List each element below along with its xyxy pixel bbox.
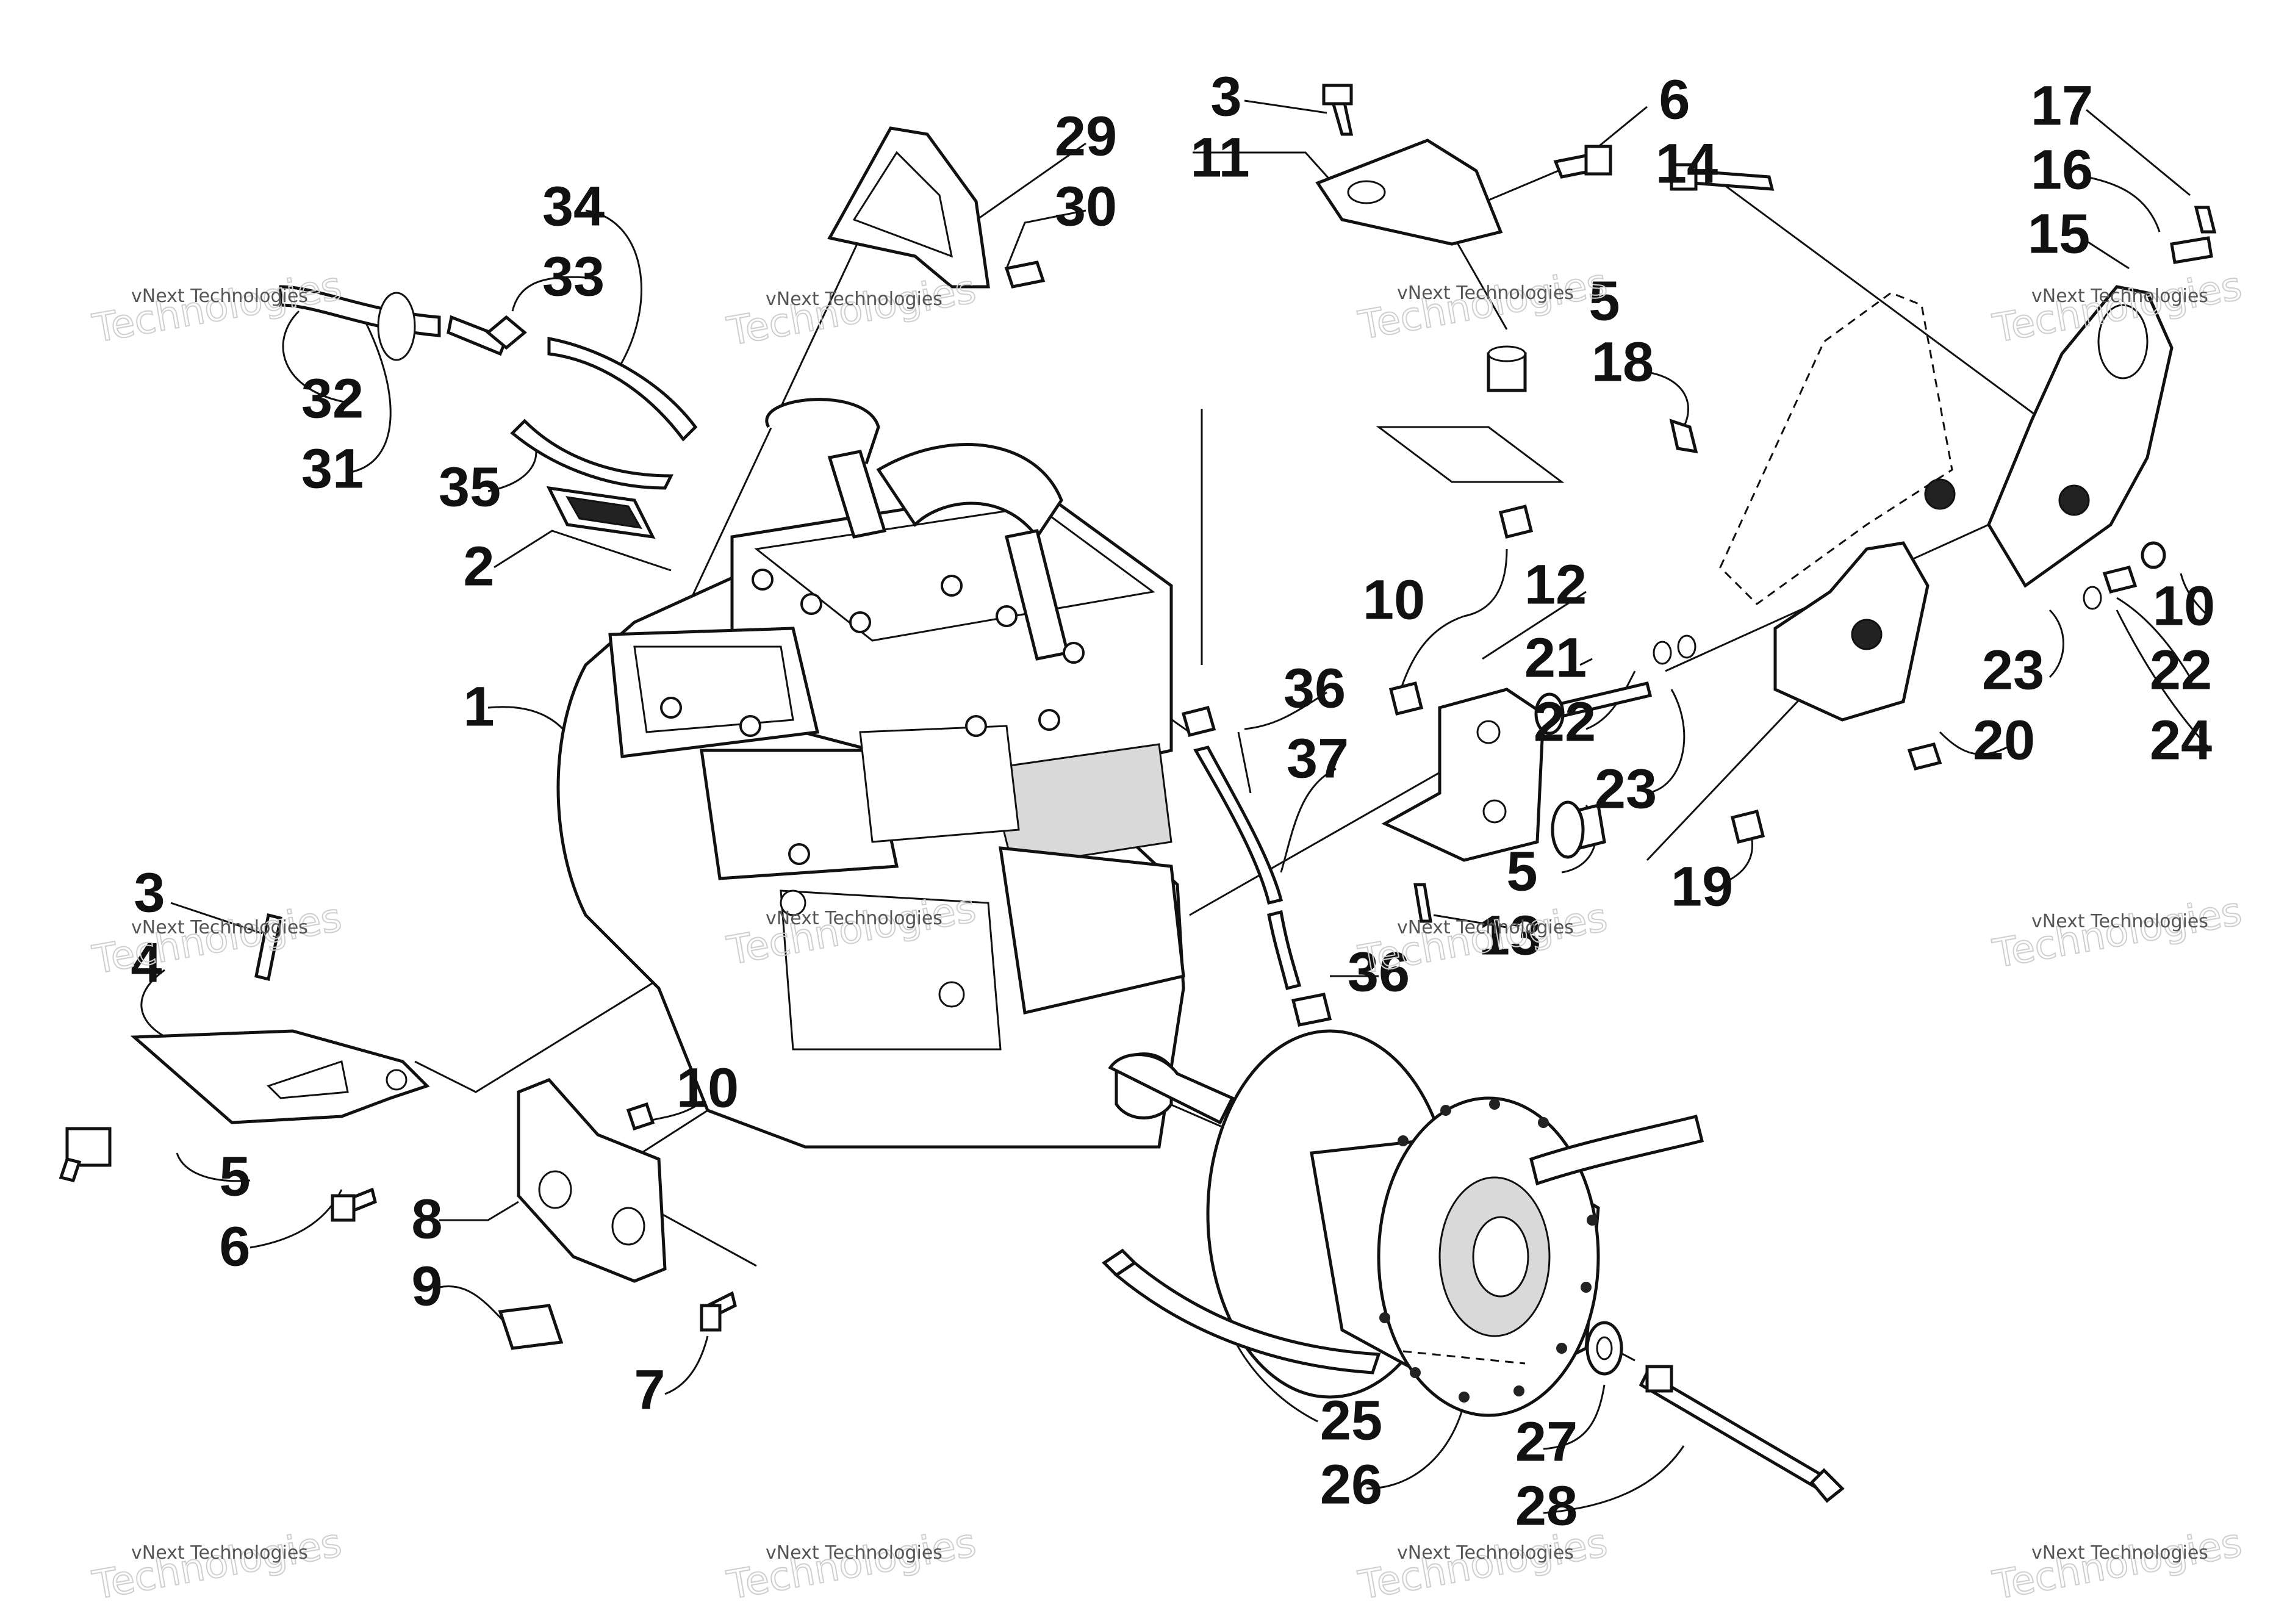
callout-c3b: 3: [134, 861, 165, 924]
mount-bracket-part-11: [1315, 84, 1612, 246]
callout-c34: 34: [542, 175, 605, 237]
watermark-text: vNext Technologies: [131, 286, 308, 307]
watermark-text: vNext Technologies: [2031, 911, 2208, 932]
watermark-text: vNext Technologies: [1397, 282, 1574, 304]
callout-c36a: 36: [1284, 657, 1346, 719]
bracket-part-29: [827, 126, 1046, 289]
callout-c7: 7: [634, 1359, 665, 1421]
callout-c16: 16: [2031, 138, 2093, 201]
watermark-outline-text: Technologies: [1355, 260, 1611, 348]
callout-c28: 28: [1515, 1475, 1578, 1537]
mount-bracket-part-12: [1381, 681, 1606, 923]
callout-c33: 33: [542, 245, 605, 307]
callout-c24: 24: [2150, 709, 2212, 771]
callout-c36b: 36: [1348, 941, 1410, 1003]
callout-c21: 21: [1524, 627, 1587, 689]
watermark-text: vNext Technologies: [766, 1542, 942, 1564]
callout-c32: 32: [301, 367, 364, 429]
callout-c25: 25: [1320, 1389, 1382, 1451]
watermark-outline-text: Technologies: [90, 895, 345, 983]
fuel-line-part-37: [1181, 705, 1332, 1027]
callout-c22a: 22: [1534, 691, 1596, 753]
callout-c17: 17: [2031, 74, 2093, 137]
callout-c37: 37: [1287, 727, 1349, 789]
callout-c20: 20: [1973, 709, 2035, 771]
callout-c10c: 10: [677, 1057, 739, 1119]
watermark-text: vNext Technologies: [2031, 1542, 2208, 1564]
callout-c11: 11: [1190, 126, 1249, 189]
callout-c9: 9: [411, 1255, 442, 1317]
vent-hose-assembly: [279, 285, 698, 490]
clutch-bolt-part-28: [1585, 1321, 1845, 1503]
watermark-text: vNext Technologies: [766, 289, 942, 310]
callout-c4: 4: [131, 932, 162, 994]
callout-c30: 30: [1055, 175, 1117, 237]
drive-clutch-part-26: [1108, 1029, 1600, 1417]
watermark-text: vNext Technologies: [1397, 1542, 1574, 1564]
watermark-outline-text: Technologies: [1990, 889, 2246, 977]
callout-c5a: 5: [1589, 270, 1620, 332]
callout-c2: 2: [463, 535, 494, 597]
callout-c23a: 23: [1595, 758, 1657, 820]
callout-c10b: 10: [2153, 575, 2215, 637]
callout-c1: 1: [463, 675, 494, 738]
callout-c6a: 6: [1659, 68, 1690, 131]
callout-c31: 31: [301, 437, 364, 500]
watermark-outline-text: Technologies: [724, 1520, 980, 1608]
front-bracket-part-8: [498, 1078, 737, 1350]
callout-c6b: 6: [219, 1215, 250, 1277]
watermark-text: vNext Technologies: [131, 917, 308, 938]
callout-c14: 14: [1656, 132, 1718, 195]
callout-c19: 19: [1671, 855, 1733, 918]
callout-c3a: 3: [1210, 65, 1241, 128]
watermark-outline-text: Technologies: [724, 267, 980, 354]
watermark-text: vNext Technologies: [131, 1542, 308, 1564]
callout-c5b: 5: [1506, 840, 1537, 902]
callout-c13: 13: [1479, 904, 1541, 966]
callout-c8: 8: [411, 1188, 442, 1250]
callout-c26: 26: [1320, 1453, 1382, 1515]
watermark-outline-text: Technologies: [90, 264, 345, 351]
right-bracket-assembly: [1534, 163, 2217, 844]
callout-c23b: 23: [1982, 639, 2044, 701]
engine-assembly: [556, 398, 1185, 1149]
callout-c27: 27: [1515, 1410, 1578, 1473]
callout-c12: 12: [1524, 553, 1587, 616]
watermark-text: vNext Technologies: [1397, 917, 1574, 938]
callout-c5c: 5: [219, 1145, 250, 1207]
callout-c35: 35: [439, 456, 501, 518]
watermark-outline-text: Technologies: [1990, 1520, 2246, 1608]
decal-part-2: [546, 486, 656, 539]
callout-c15: 15: [2028, 203, 2090, 265]
callout-c10a: 10: [1363, 569, 1425, 631]
drive-belt-part-25: [1102, 1114, 1704, 1374]
watermark-outline-text: Technologies: [90, 1520, 345, 1608]
watermark-text: vNext Technologies: [766, 908, 942, 929]
callout-c22b: 22: [2150, 639, 2212, 701]
watermark-outline-text: Technologies: [1355, 1520, 1611, 1608]
left-bracket-part-4: [59, 913, 430, 1222]
callout-c29: 29: [1055, 105, 1117, 167]
callout-c18: 18: [1592, 331, 1654, 393]
mount-damper-part-5-top: [1376, 345, 1565, 539]
watermark-text: vNext Technologies: [2031, 286, 2208, 307]
